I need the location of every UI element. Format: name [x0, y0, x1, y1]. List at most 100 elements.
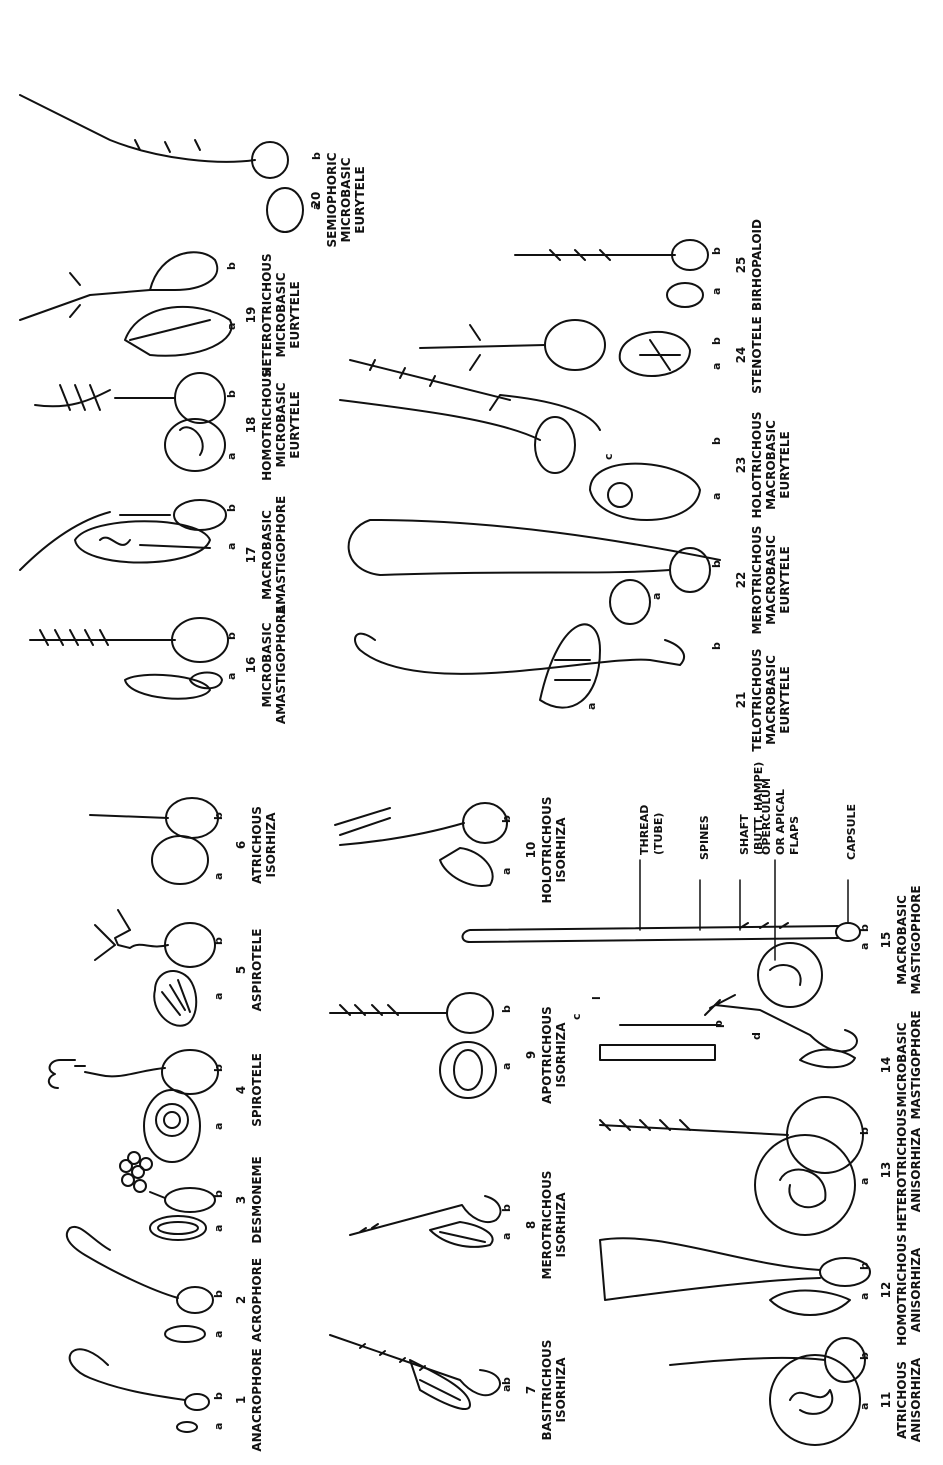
caption-21: 21TELOTRICHOUSMACROBASICEURYTELE: [734, 648, 792, 751]
part-letter: b: [858, 924, 871, 932]
caption-line: HOLOTRICHOUS: [750, 412, 764, 519]
caption-number: 6: [234, 841, 248, 849]
caption-number: 16: [244, 657, 258, 674]
part-letter: b: [225, 504, 238, 512]
caption-line: ISORHIZA: [554, 1192, 568, 1258]
caption-number: 23: [734, 457, 748, 474]
part-letter: a: [225, 543, 238, 550]
part-letter: a: [858, 1403, 871, 1410]
part-letter: b: [500, 1005, 513, 1013]
caption-number: 8: [524, 1221, 538, 1229]
cnida-drawing-22: [349, 520, 720, 624]
annotation-label: SPINES: [698, 815, 711, 860]
caption-4: 4SPIROTELE: [234, 1053, 264, 1127]
part-letter: b: [212, 1190, 225, 1198]
cnida-drawing-6: [90, 798, 218, 884]
caption-line: MACROBASIC: [895, 895, 909, 985]
part-letter: a: [225, 323, 238, 330]
part-letter: a: [225, 453, 238, 460]
part-letter: b: [212, 1064, 225, 1072]
part-letter: b: [710, 437, 723, 445]
part-letter: a: [500, 868, 513, 875]
caption-number: 24: [734, 347, 748, 364]
caption-number: 13: [879, 1162, 893, 1179]
caption-line: SPIROTELE: [250, 1053, 264, 1127]
part-letter: b: [500, 1377, 513, 1385]
caption-line: AMASTIGOPHORE: [274, 496, 288, 614]
caption-line: DESMONEME: [250, 1156, 264, 1243]
caption-line: MACROBASIC: [764, 535, 778, 625]
caption-line: HETEROTRICHOUS: [260, 253, 274, 376]
part-letter: a: [500, 1233, 513, 1240]
part-letter: b: [500, 815, 513, 823]
part-letter: b: [212, 1392, 225, 1400]
caption-line: BIRHOPALOID: [750, 219, 764, 311]
caption-line: HOMOTRICHOUS: [260, 369, 274, 481]
annotation-layer: THREAD(TUBE)SPINESSHAFT(BUTT, HAMPE)OPER…: [638, 762, 858, 860]
caption-line: BASITRICHOUS: [540, 1340, 554, 1441]
annotation-label: CAPSULE: [845, 804, 858, 860]
cnida-drawing-17: [20, 500, 226, 570]
caption-line: ATRICHOUS: [250, 806, 264, 884]
annotation-label: SHAFT: [738, 814, 751, 855]
part-letter: b: [225, 632, 238, 640]
caption-line: HOLOTRICHOUS: [540, 797, 554, 904]
part-letter: a: [212, 1123, 225, 1130]
part-letter: a: [212, 993, 225, 1000]
part-letter: b: [500, 1204, 513, 1212]
caption-number: 10: [524, 842, 538, 859]
part-letter-c: c: [602, 453, 615, 460]
caption-number: 3: [234, 1196, 248, 1204]
caption-line: EURYTELE: [353, 166, 367, 233]
caption-line: MEROTRICHOUS: [750, 526, 764, 635]
part-letter: a: [858, 1178, 871, 1185]
part-letter: a: [212, 873, 225, 880]
part-letter: a: [500, 1063, 513, 1070]
caption-line: ACROPHORE: [250, 1258, 264, 1342]
cnida-drawing-25: [515, 240, 708, 307]
annotation-label: OPERCULUM: [760, 778, 773, 855]
part-letter: b: [710, 560, 723, 568]
cnida-drawing-8: [350, 1196, 500, 1247]
caption-number: 14: [879, 1057, 893, 1074]
part-letter: a: [212, 1225, 225, 1232]
caption-line: ATRICHOUS: [895, 1361, 909, 1439]
caption-line: AMASTIGOPHORE: [274, 606, 288, 724]
caption-line: EURYTELE: [778, 546, 792, 613]
part-letter-d: d: [750, 1032, 763, 1040]
caption-number: 25: [734, 257, 748, 274]
part-letter: a: [212, 1331, 225, 1338]
caption-line: MICROBASIC: [339, 157, 353, 242]
caption-line: ANACROPHORE: [250, 1348, 264, 1451]
part-letter: a: [225, 673, 238, 680]
annotation-leaders: [640, 860, 848, 960]
part-letter: b: [225, 390, 238, 398]
part-letter: a: [710, 288, 723, 295]
annotation-label: FLAPS: [788, 816, 801, 855]
caption-number: 9: [524, 1051, 538, 1059]
cnida-drawing-3: [120, 1152, 215, 1240]
part-letter: b: [710, 642, 723, 650]
part-letter: b: [310, 152, 323, 160]
caption-number: 12: [879, 1282, 893, 1299]
part-letter: b: [212, 1290, 225, 1298]
part-letter: b: [858, 1352, 871, 1360]
